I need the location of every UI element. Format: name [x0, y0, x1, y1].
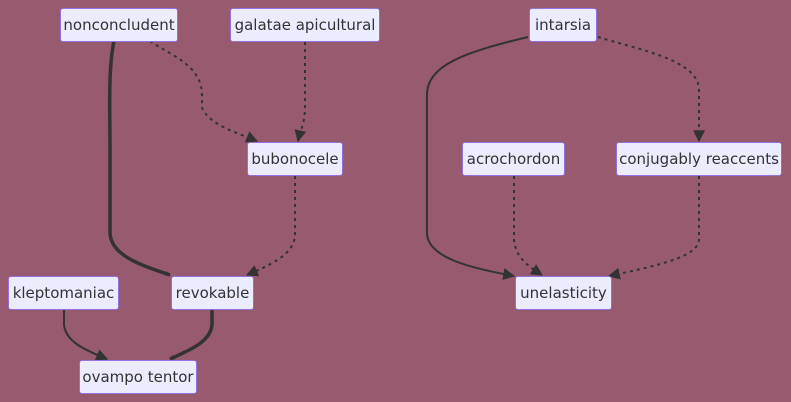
- edge-nonconcludent-bubonocele: [149, 40, 259, 143]
- node-unelasticity[interactable]: unelasticity: [515, 276, 612, 310]
- edge-conjugably-unelasticity: [607, 176, 700, 280]
- node-revokable[interactable]: revokable: [171, 276, 254, 310]
- node-ovampo-tentor[interactable]: ovampo tentor: [79, 360, 197, 394]
- node-conjugably-reaccents[interactable]: conjugably reaccents: [616, 142, 782, 176]
- node-acrochordon[interactable]: acrochordon: [462, 142, 565, 176]
- edge-acrochordon-unelasticity: [513, 176, 544, 276]
- edge-intarsia-unelasticity: [426, 36, 529, 280]
- node-nonconcludent[interactable]: nonconcludent: [60, 8, 178, 42]
- node-kleptomaniac[interactable]: kleptomaniac: [8, 276, 119, 310]
- edge-revokable-ovampo: [169, 310, 214, 361]
- edge-galatae-bubonocele: [294, 42, 307, 143]
- edge-intarsia-conjugably: [597, 36, 705, 143]
- edge-nonconcludent-revokable: [107, 40, 171, 277]
- node-intarsia[interactable]: intarsia: [529, 8, 597, 42]
- node-galatae-apicultural[interactable]: galatae apicultural: [230, 8, 380, 42]
- node-bubonocele[interactable]: bubonocele: [247, 142, 343, 176]
- edge-bubonocele-revokable: [245, 176, 296, 277]
- edge-kleptomaniac-ovampo: [63, 310, 109, 361]
